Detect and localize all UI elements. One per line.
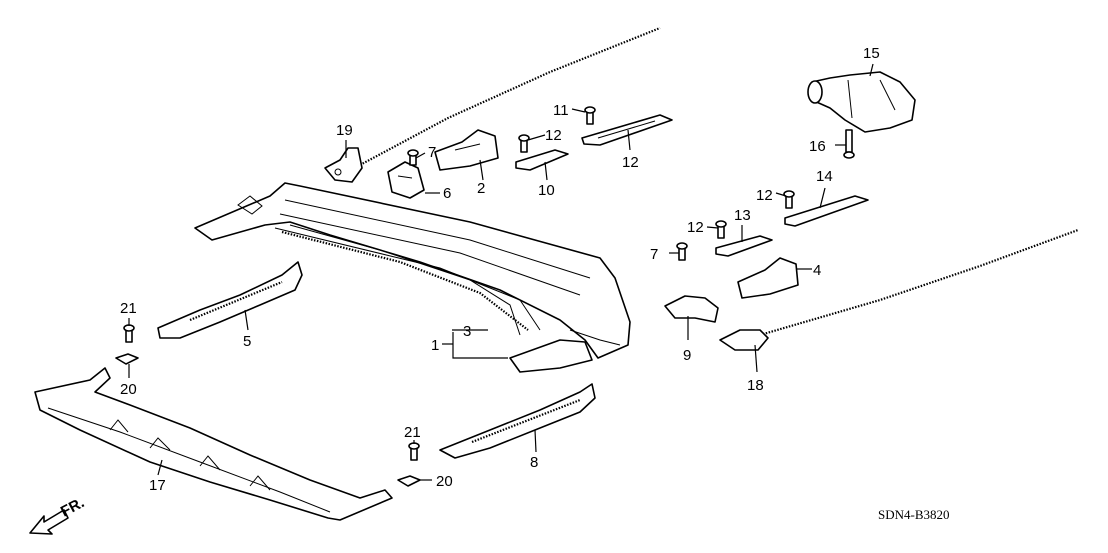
callout-8: 8 [530, 454, 538, 471]
callout-20-left: 20 [120, 381, 137, 398]
callout-21-right: 21 [404, 424, 421, 441]
sunroof-frame [194, 182, 631, 373]
callout-3: 3 [463, 323, 471, 340]
callout-19: 17 [149, 477, 166, 494]
callout-13: 13 [734, 207, 751, 224]
callout-12-b: 12 [545, 127, 562, 144]
callout-4: 4 [813, 262, 821, 279]
callout-11: 12 [622, 154, 639, 171]
guide-block-6 [387, 161, 425, 199]
callout-6: 6 [443, 185, 451, 202]
plate-13 [715, 235, 773, 257]
bolt-16 [843, 129, 855, 159]
callout-2: 2 [477, 180, 485, 197]
callout-17: 19 [336, 122, 353, 139]
leader-lines [128, 63, 874, 481]
callout-12-d: 12 [687, 219, 704, 236]
front-deflector-19 [34, 367, 393, 521]
fasteners [115, 106, 795, 487]
callout-16: 16 [809, 138, 826, 155]
callout-18: 18 [747, 377, 764, 394]
side-bracket-5 [157, 261, 303, 339]
plate-14 [784, 195, 869, 227]
cable-end-bracket-right [719, 329, 769, 351]
guide-block-2 [434, 129, 499, 171]
callout-20-right: 20 [436, 473, 453, 490]
callout-7-right: 7 [650, 246, 658, 263]
plate-11 [581, 114, 673, 146]
left-drive-cable [359, 26, 661, 166]
guide-block-4 [737, 257, 799, 299]
drawing-code: SDN4-B3820 [878, 507, 950, 522]
guide-block-9 [664, 295, 719, 323]
callout-12-a: 11 [553, 102, 569, 119]
callout-7-left: 7 [428, 144, 436, 161]
front-direction-arrow: FR. [29, 494, 87, 535]
plate-10 [515, 149, 569, 171]
side-bracket-8 [439, 383, 596, 459]
callout-15: 15 [863, 45, 880, 62]
callout-14: 14 [816, 168, 833, 185]
callout-10: 10 [538, 182, 555, 199]
callout-numbers: 19 7 2 6 11 12 10 12 15 16 14 12 13 12 4… [120, 45, 880, 494]
callout-5: 5 [243, 333, 251, 350]
callout-21-left: 21 [120, 300, 137, 317]
callout-9: 9 [683, 347, 691, 364]
sunroof-motor [807, 71, 916, 133]
cable-end-bracket-left [324, 147, 363, 183]
right-drive-cable [759, 228, 1079, 337]
callout-1: 1 [431, 337, 439, 354]
callout-12-c: 12 [756, 187, 773, 204]
